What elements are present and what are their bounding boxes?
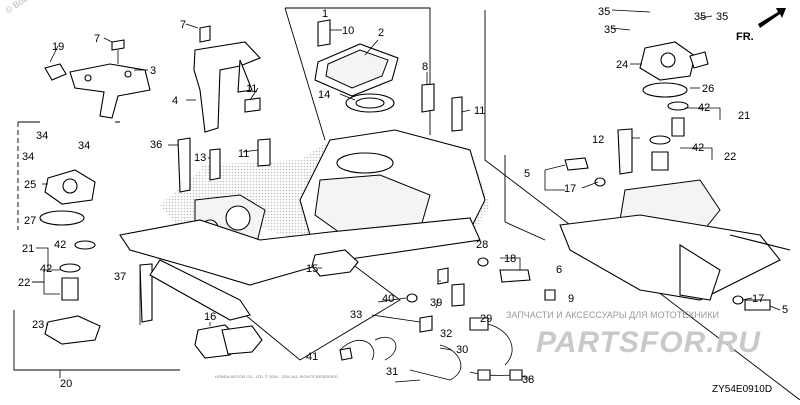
callout-21b: 21 xyxy=(22,243,34,255)
callout-9: 9 xyxy=(568,293,574,305)
callout-22b: 22 xyxy=(18,277,30,289)
thermostats xyxy=(59,101,689,301)
callout-30: 30 xyxy=(456,344,468,356)
callout-10: 10 xyxy=(342,25,354,37)
callout-42b: 42 xyxy=(692,142,704,154)
callout-17a: 17 xyxy=(564,183,576,195)
callout-42d: 42 xyxy=(40,263,52,275)
callout-21a: 21 xyxy=(738,110,750,122)
callout-34a: 34 xyxy=(36,130,48,142)
callout-36: 36 xyxy=(150,139,162,151)
callout-25: 25 xyxy=(24,179,36,191)
front-direction: FR. xyxy=(736,8,786,43)
thermostat-covers xyxy=(39,41,709,345)
bolts xyxy=(139,83,633,323)
callout-6: 6 xyxy=(556,264,562,276)
callout-35b: 35 xyxy=(694,11,706,23)
callout-8: 8 xyxy=(422,61,428,73)
brand-caption: ЗАПЧАСТИ И АКСЕССУАРЫ ДЛЯ МОТОТЕХНИКИ xyxy=(506,310,719,320)
callout-35d: 35 xyxy=(604,24,616,36)
gaskets xyxy=(194,249,359,359)
callout-22a: 22 xyxy=(724,151,736,163)
callout-34c: 34 xyxy=(22,151,34,163)
callout-2: 2 xyxy=(378,27,384,39)
callout-20: 20 xyxy=(60,378,72,390)
main-manifold xyxy=(119,129,486,321)
copyright-note: HONDA MOTOR CO., LTD. © 2004 - 2010 ALL … xyxy=(215,374,338,379)
leader-lines xyxy=(32,9,781,383)
callout-35a: 35 xyxy=(598,6,610,18)
callout-41: 41 xyxy=(306,351,318,363)
callout-34b: 34 xyxy=(78,140,90,152)
callout-11b: 11 xyxy=(238,148,249,160)
callout-3: 3 xyxy=(150,65,156,77)
callout-4: 4 xyxy=(172,95,178,107)
cover-gasket xyxy=(314,19,399,113)
callout-1: 1 xyxy=(322,8,328,20)
callout-11c: 11 xyxy=(246,83,257,95)
callout-24: 24 xyxy=(616,59,628,71)
callout-32: 32 xyxy=(440,328,452,340)
callout-23: 23 xyxy=(32,319,44,331)
diagram-code: ZY54E0910D xyxy=(712,384,772,395)
callout-11a: 11 xyxy=(474,105,485,117)
brand-name: PARTSFOR.RU xyxy=(536,326,761,359)
watermark-top: © Boats.net xyxy=(3,0,48,16)
sensors xyxy=(406,157,771,366)
direction-label: FR. xyxy=(736,31,754,43)
callout-5b: 5 xyxy=(782,304,788,316)
callout-40: 40 xyxy=(382,293,394,305)
hanger-bracket xyxy=(193,25,261,133)
callout-27: 27 xyxy=(24,215,36,227)
callout-39: 39 xyxy=(430,297,442,309)
wires xyxy=(339,336,531,381)
callout-42a: 42 xyxy=(698,102,710,114)
callout-16: 16 xyxy=(204,311,216,323)
bracket-assembly-left xyxy=(44,39,151,119)
callout-42c: 42 xyxy=(54,239,66,251)
callout-7b: 7 xyxy=(94,33,100,45)
callout-18: 18 xyxy=(504,253,516,265)
callout-31: 31 xyxy=(386,366,398,378)
callout-29: 29 xyxy=(480,313,492,325)
callout-15: 15 xyxy=(306,263,318,275)
callout-35c: 35 xyxy=(716,11,728,23)
callout-12: 12 xyxy=(592,134,604,146)
callout-5a: 5 xyxy=(524,168,530,180)
callout-37: 37 xyxy=(114,271,126,283)
callout-17b: 17 xyxy=(752,293,764,305)
callout-14: 14 xyxy=(318,89,330,101)
callout-38: 38 xyxy=(522,374,534,386)
callout-numbers: 1 2 3 4 5 5 6 7 7 8 9 10 11 11 11 12 13 … xyxy=(18,6,788,390)
callout-19: 19 xyxy=(52,41,64,53)
right-manifold xyxy=(559,179,791,301)
callout-13: 13 xyxy=(194,152,206,164)
callout-33: 33 xyxy=(350,309,362,321)
callout-7a: 7 xyxy=(180,19,186,31)
callout-28: 28 xyxy=(476,239,488,251)
callout-26: 26 xyxy=(702,83,714,95)
